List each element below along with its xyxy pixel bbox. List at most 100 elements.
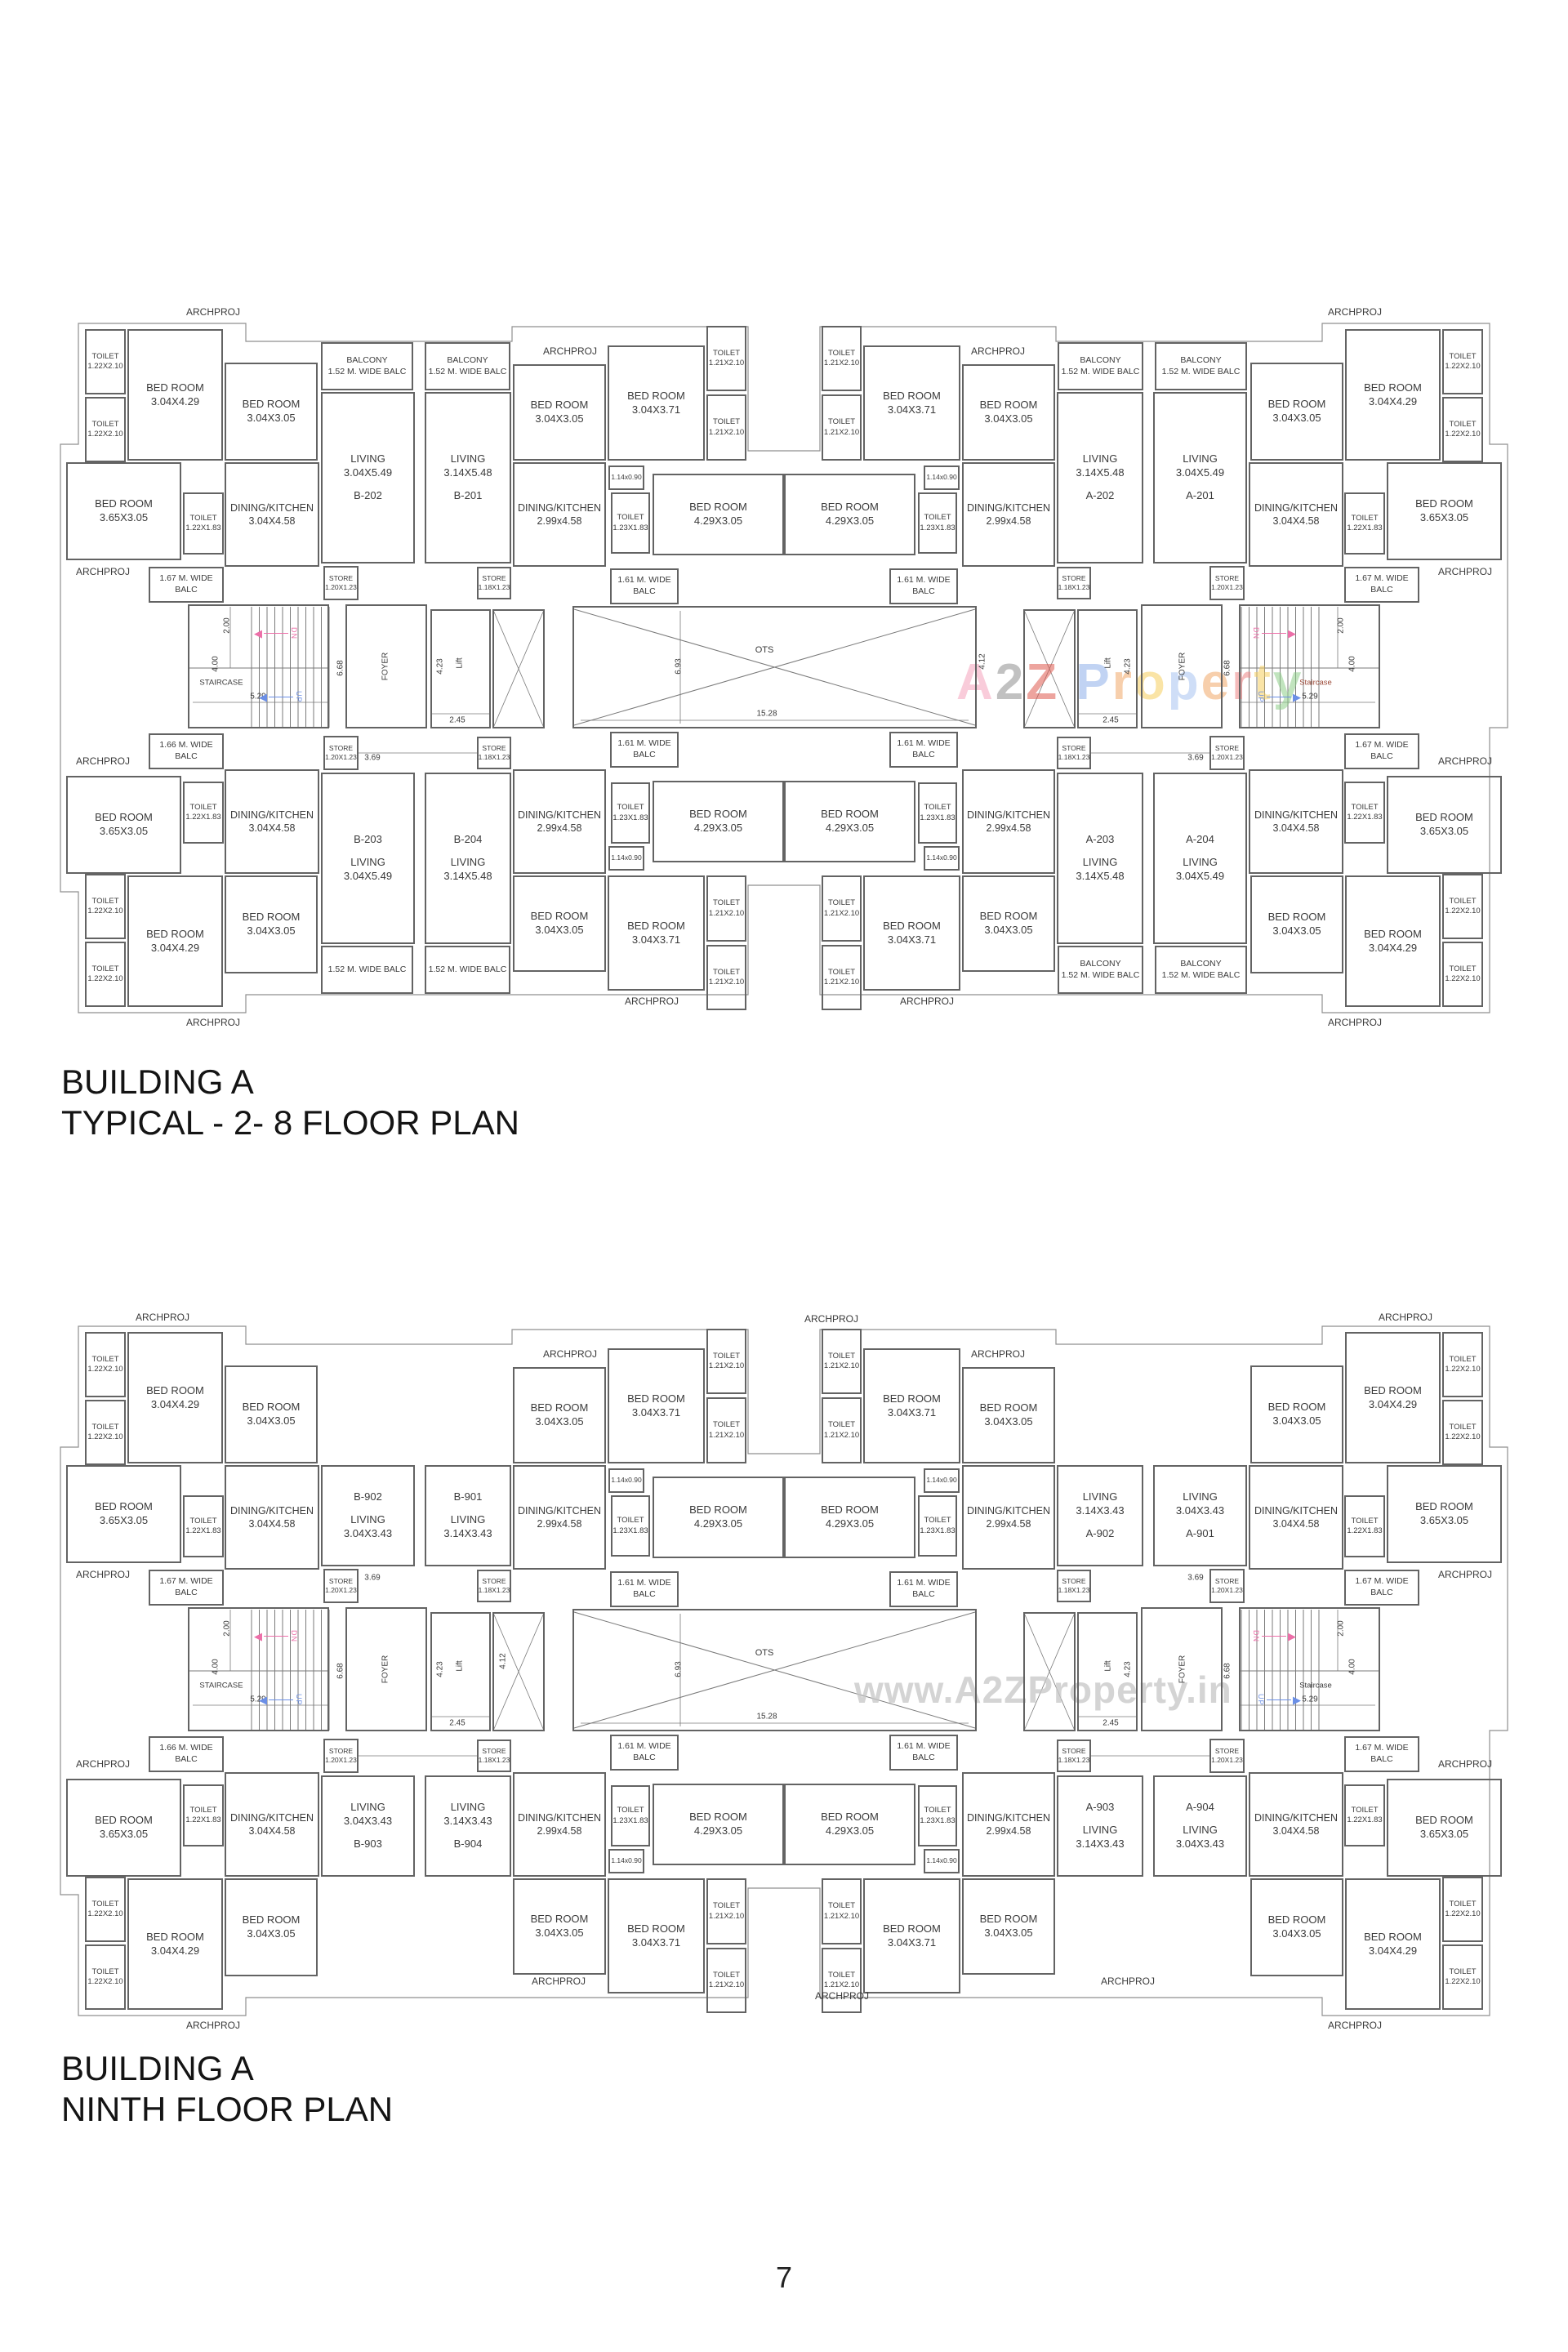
room-label: 4.29X3.05 <box>825 822 875 834</box>
lift-label: Lift <box>455 1660 465 1672</box>
room-label: BALCONY <box>1180 958 1222 969</box>
room-label: BED ROOM <box>1415 1500 1473 1513</box>
stair-dn-label: DN <box>290 627 298 639</box>
room-label: BED ROOM <box>95 1814 153 1827</box>
staircase-box <box>1239 604 1380 728</box>
room-label: 3.04X4.58 <box>248 1825 296 1837</box>
room-label: 3.14X3.43 <box>443 1815 492 1828</box>
plan1-title-line2: TYPICAL - 2- 8 FLOOR PLAN <box>61 1103 519 1143</box>
dim-label: 2.45 <box>449 715 466 725</box>
room-label: 3.04X4.29 <box>150 394 200 408</box>
room-label: TOILET <box>91 351 119 361</box>
room-label: TOILET <box>712 1901 741 1911</box>
room-label: BED ROOM <box>689 808 747 821</box>
room-label: BED ROOM <box>883 1392 941 1405</box>
room-label: BED ROOM <box>146 1383 204 1396</box>
dim-label: 6.68 <box>336 1663 345 1679</box>
room-label: 3.04X4.58 <box>1272 1825 1320 1837</box>
room-label: 1.20X1.23 <box>1211 753 1243 761</box>
watermark-a2z-property: A2Z Property <box>956 653 1303 711</box>
room-label: 3.04X3.71 <box>631 1405 681 1419</box>
stair-up-label: UP <box>1257 691 1265 703</box>
archproj-label: ARCHPROJ <box>1437 566 1493 577</box>
room-label: STORE <box>482 743 506 752</box>
watermark-letter: r <box>1232 654 1254 710</box>
room-label: TOILET <box>712 967 741 977</box>
room-label: 1.67 M. WIDE <box>1355 573 1409 584</box>
room-label: BED ROOM <box>1267 398 1326 411</box>
dim-label: 2.45 <box>1102 715 1119 725</box>
room-label: 1.23X1.83 <box>920 813 956 822</box>
duct-box: 1.14x0.90 <box>608 846 644 871</box>
room-label: 3.04X5.49 <box>343 466 393 479</box>
room-label: 2.99x4.58 <box>986 1518 1031 1530</box>
dim-label: 2.00 <box>1336 1620 1346 1637</box>
room-label: 1.14x0.90 <box>926 853 957 862</box>
dim-label: 4.23 <box>435 1661 445 1677</box>
plan2-title-line2: NINTH FLOOR PLAN <box>61 2090 394 2129</box>
room-label: BED ROOM <box>1364 381 1422 394</box>
room-label: 1.67 M. WIDE <box>1355 1576 1409 1587</box>
room-label: 3.04X4.29 <box>150 941 200 954</box>
room-label: 1.20X1.23 <box>325 583 357 591</box>
room-label: 1.21X2.10 <box>823 1911 860 1921</box>
archproj-label: ARCHPROJ <box>1100 1976 1156 1987</box>
archproj-label: ARCHPROJ <box>542 1348 598 1360</box>
room-label: 1.21X2.10 <box>708 978 745 987</box>
room-label: 3.04X3.71 <box>631 933 681 946</box>
room-label: 1.61 M. WIDE <box>617 738 671 749</box>
archproj-label: ARCHPROJ <box>135 1312 190 1323</box>
balcony-box: 1.52 M. WIDE BALC <box>321 946 413 994</box>
dim-label: 4.23 <box>435 658 445 675</box>
room-label: 3.65X3.05 <box>99 1828 149 1840</box>
archproj-label: ARCHPROJ <box>1437 755 1493 767</box>
room-label: LIVING <box>350 1512 385 1526</box>
room-label: 3.04X5.49 <box>1175 466 1225 479</box>
page-number: 7 <box>775 2261 793 2294</box>
room-label: BALCONY <box>1080 958 1121 969</box>
dim-label: 4.12 <box>978 653 987 670</box>
staircase-box <box>1239 1607 1380 1731</box>
stair-up-label: UP <box>295 691 303 703</box>
room-label: DINING/KITCHEN <box>517 1504 602 1517</box>
room-label: TOILET <box>1449 1354 1477 1364</box>
room-label: 1.52 M. WIDE BALC <box>1061 969 1140 980</box>
room-label: 3.04X3.71 <box>887 1936 937 1949</box>
room-label: TOILET <box>1351 1516 1379 1526</box>
dim-label: 5.29 <box>250 692 266 702</box>
room-label: B-202 <box>354 488 382 501</box>
stair-arrow-shaft <box>1262 1636 1286 1637</box>
dim-label: 5.29 <box>1302 692 1318 702</box>
duct-box: 1.14x0.90 <box>924 1468 960 1493</box>
watermark-letter: r <box>1111 654 1134 710</box>
archproj-label: ARCHPROJ <box>1327 1017 1383 1028</box>
room-label: BED ROOM <box>95 1500 153 1513</box>
room-label: BALC <box>175 751 198 761</box>
room-label: 1.22X1.83 <box>185 1526 221 1535</box>
room-label: 1.23X1.83 <box>612 523 648 532</box>
room-label: BED ROOM <box>627 919 685 932</box>
stair-dn-label: DN <box>290 1630 298 1642</box>
room-label: BED ROOM <box>979 1401 1038 1414</box>
